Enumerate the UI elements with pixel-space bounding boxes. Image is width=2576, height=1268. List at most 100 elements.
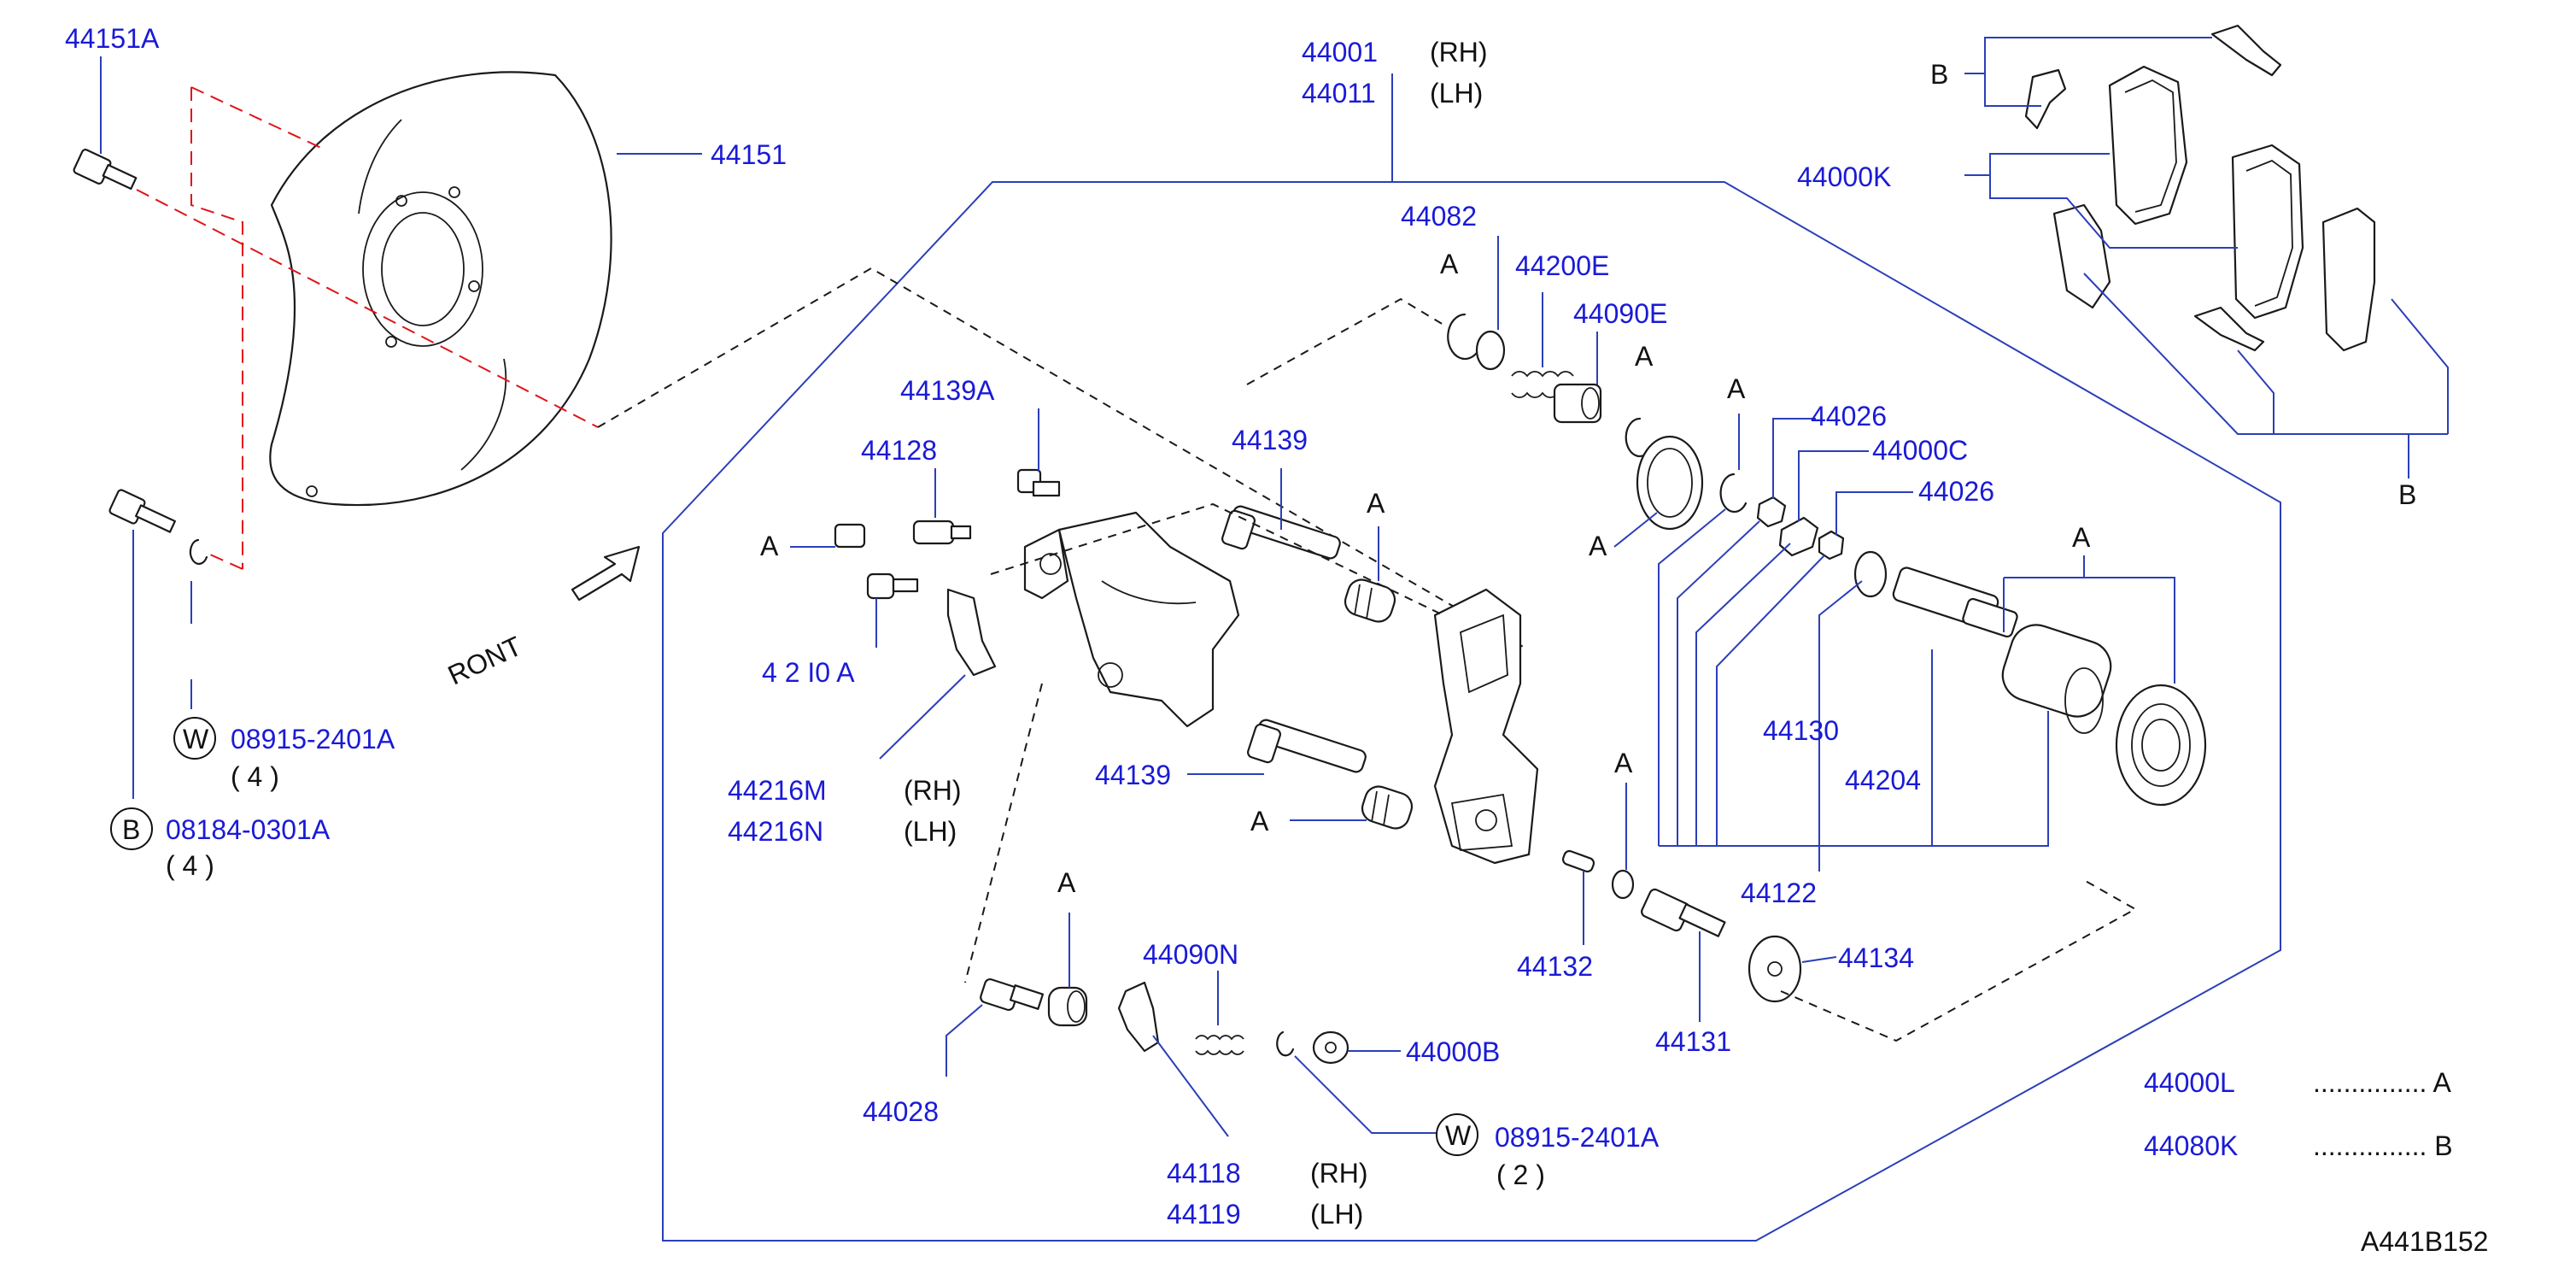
bushing-a-lower <box>1047 986 1088 1027</box>
leader-44026-a <box>1772 418 1816 499</box>
circle-w-top-letter: W <box>183 724 209 754</box>
label-44118: 44118 <box>1167 1158 1241 1189</box>
label-44028: 44028 <box>863 1096 939 1127</box>
label-44026-b: 44026 <box>1918 476 1994 507</box>
label-08915-low: 08915-2401A <box>1495 1122 1660 1153</box>
label-qty-b: ( 4 ) <box>166 850 214 881</box>
label-44132: 44132 <box>1517 951 1593 982</box>
label-44216-partial: 4 2 I0 A <box>762 657 855 688</box>
leader-B-bottom-3 <box>2237 349 2274 434</box>
label-44000L: 44000L <box>2144 1067 2235 1098</box>
label-lh-2: (LH) <box>904 816 957 847</box>
circle-w-low: W <box>1436 1113 1478 1156</box>
circle-b: B <box>110 807 153 850</box>
caliper-bracket <box>1023 511 1240 728</box>
snap-ring-a3 <box>1719 473 1748 514</box>
label-44204: 44204 <box>1845 765 1921 795</box>
bolt-44216 <box>866 572 919 600</box>
bolt-08184 <box>108 489 176 533</box>
slide-pin-upper <box>1221 505 1341 560</box>
label-44139-top: 44139 <box>1232 425 1308 455</box>
label-44134: 44134 <box>1838 942 1914 973</box>
label-dots-b: ............... B <box>2313 1130 2453 1161</box>
callout-a-boot-top: A <box>1367 488 1385 519</box>
ring-44130 <box>1853 550 1888 598</box>
piston-44122 <box>2001 624 2112 734</box>
callout-a-oring: A <box>1614 748 1633 778</box>
red-dash-2 <box>190 86 324 150</box>
circle-b-letter: B <box>122 814 140 845</box>
brake-pad-1 <box>2108 65 2188 226</box>
callout-a-bleeder: A <box>760 531 779 561</box>
leader-A-piston <box>2004 577 2175 684</box>
label-44122: 44122 <box>1741 878 1817 908</box>
red-dash-3 <box>136 189 599 428</box>
bleeder-cap-a <box>834 523 866 549</box>
callout-b-bottom: B <box>2398 479 2416 510</box>
callout-a-44082: A <box>1440 249 1459 279</box>
dash-cyl-top <box>1246 297 1444 385</box>
leader-44216M <box>879 674 966 760</box>
adjusting-spindle-44204 <box>1892 566 2018 638</box>
label-44130: 44130 <box>1763 715 1839 746</box>
front-arrow-icon <box>571 545 641 602</box>
leader-08915-low <box>1294 1055 1437 1134</box>
brake-pad-3 <box>2321 207 2376 352</box>
callout-a-bushing: A <box>1057 867 1076 898</box>
leader-44028 <box>946 1004 983 1077</box>
callout-a-seal: A <box>1589 531 1607 561</box>
circle-w-top: W <box>173 717 216 760</box>
label-44200E: 44200E <box>1515 250 1609 281</box>
bleed-screw-44131 <box>1641 888 1726 937</box>
label-dots-a: ............... A <box>2313 1067 2451 1098</box>
leader-B-top <box>1964 37 2212 74</box>
label-rh-3: (RH) <box>1310 1158 1368 1189</box>
label-44128: 44128 <box>861 435 937 466</box>
dash-left-bracket <box>964 683 1043 983</box>
leader-44122-3 <box>1695 543 1791 846</box>
label-qty-top: ( 4 ) <box>231 761 279 792</box>
label-44000C: 44000C <box>1872 435 1968 466</box>
leader-B-top-2 <box>1984 73 2041 107</box>
caliper-assembly-outline <box>662 181 2281 1242</box>
plate-44000C <box>1778 516 1819 557</box>
label-08184: 08184-0301A <box>166 814 331 845</box>
leader-44122-main <box>1659 711 2049 847</box>
pin-44132 <box>1561 849 1595 873</box>
shim-a <box>2024 68 2067 130</box>
washer-44026-b <box>1818 530 1845 561</box>
leader-B-bottom-2 <box>2083 273 2448 435</box>
label-08915-top: 08915-2401A <box>231 724 395 754</box>
circle-w-low-letter: W <box>1445 1120 1472 1151</box>
red-dash-1 <box>190 87 243 569</box>
lever-44118 <box>1117 981 1160 1053</box>
pin-boot-upper <box>1344 578 1396 623</box>
seal-ring-large-inner <box>1647 448 1693 518</box>
leader-44134 <box>1801 956 1837 963</box>
cam-plate-44134 <box>1748 935 1802 1003</box>
label-44026-a: 44026 <box>1811 401 1887 431</box>
spring-44090N <box>1195 1035 1244 1055</box>
leader-44000C <box>1798 450 1869 521</box>
callout-a-boot-low: A <box>1250 806 1269 837</box>
label-44216M: 44216M <box>728 775 827 806</box>
backing-plate <box>269 71 612 507</box>
bleeder-44128 <box>912 520 972 545</box>
label-qty-low: ( 2 ) <box>1496 1159 1545 1190</box>
leader-44000K-2 <box>1989 175 2238 249</box>
adjuster-44090E <box>1553 383 1602 424</box>
leader-44122-4 <box>1716 555 1825 846</box>
leader-44122-1 <box>1658 508 1726 846</box>
washer-44026-a <box>1756 496 1787 528</box>
label-lh-1: (LH) <box>1430 78 1483 109</box>
label-44139-low: 44139 <box>1095 760 1171 790</box>
cap-44139A <box>1016 468 1061 497</box>
label-44000B: 44000B <box>1406 1036 1500 1067</box>
label-44131: 44131 <box>1655 1026 1731 1057</box>
oring-a-lower <box>1611 869 1635 900</box>
washer-08915-low <box>1276 1030 1295 1057</box>
label-drawing-number: A441B152 <box>2361 1226 2488 1257</box>
dash-plate-caliper <box>597 267 1525 649</box>
label-44151A: 44151A <box>65 23 160 54</box>
